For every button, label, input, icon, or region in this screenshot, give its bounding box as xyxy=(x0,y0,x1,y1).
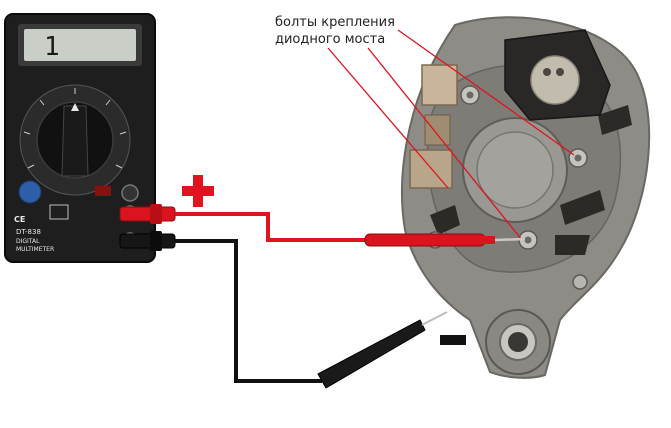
leader-line-1 xyxy=(327,47,449,189)
negative-test-lead[interactable] xyxy=(119,231,448,389)
positive-test-lead[interactable] xyxy=(119,204,526,247)
multimeter-mark: CE xyxy=(14,215,26,224)
diode-bridge-bolts-callout: болты крепления диодного моста xyxy=(275,14,395,48)
callout-leader-lines xyxy=(327,29,575,241)
multimeter-display xyxy=(24,29,136,61)
multimeter xyxy=(4,13,156,263)
alternator xyxy=(401,16,651,379)
multimeter-model: DT-838 xyxy=(16,228,41,236)
leader-line-2 xyxy=(367,47,523,241)
multimeter-subtitle-2: MULTIMETER xyxy=(16,246,55,253)
leader-line-3 xyxy=(397,29,575,156)
callout-line-1: болты крепления xyxy=(275,15,395,30)
multimeter-display-value: 1 xyxy=(44,32,60,62)
callout-line-2: диодного моста xyxy=(275,32,386,47)
plus-sign xyxy=(182,175,214,207)
minus-sign xyxy=(440,335,466,345)
multimeter-subtitle-1: DIGITAL xyxy=(16,238,40,245)
